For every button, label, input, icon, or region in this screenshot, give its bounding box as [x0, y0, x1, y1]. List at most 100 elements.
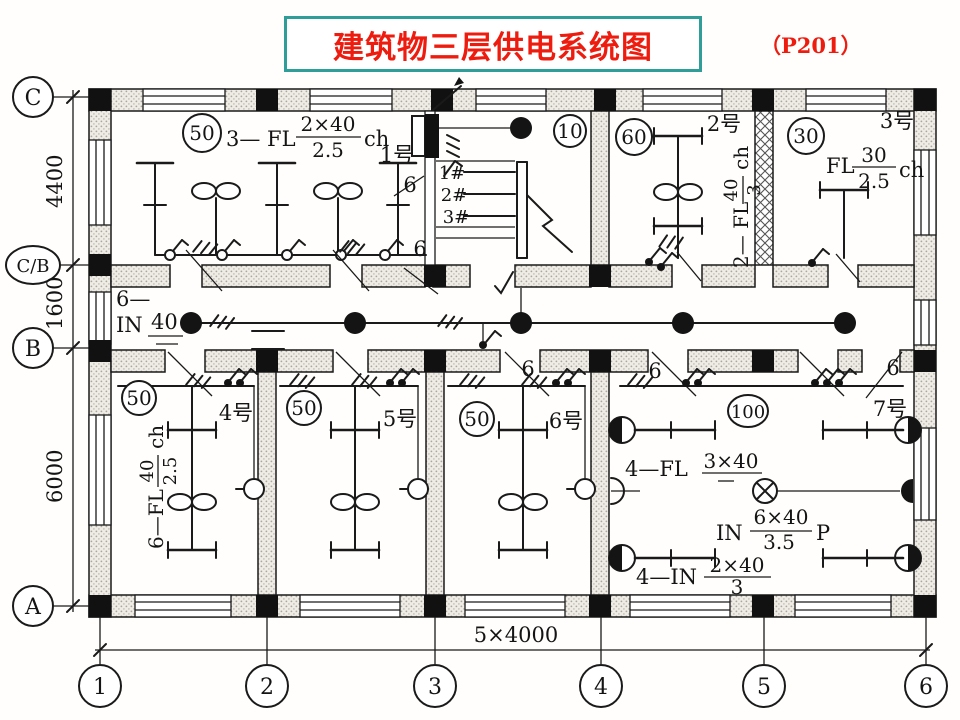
wall-fixture	[901, 479, 913, 503]
room7-load-value: 100	[731, 402, 765, 423]
grid-label-A: A	[24, 595, 42, 620]
dim-1600: 1600	[43, 277, 67, 330]
wall-lamp	[574, 478, 596, 500]
grid-bubble-6	[904, 664, 948, 708]
corridor-ceiling-light	[510, 312, 532, 334]
room4-load-value: 50	[126, 386, 151, 410]
room4-name: 4号	[219, 401, 253, 425]
axis-left: C C/B B A 4400 1600 6000	[5, 76, 89, 627]
switch	[216, 239, 241, 261]
wire-count-c: 6	[521, 357, 534, 381]
corridor-ceiling-light	[834, 312, 856, 334]
room5: 50 5号	[286, 385, 429, 560]
wall-lamp	[243, 478, 265, 500]
grid-label-5: 5	[757, 675, 771, 700]
dim-bottom: 5×4000	[474, 623, 558, 647]
room7-inp-suffix: P	[816, 521, 830, 545]
room1-load-value: 50	[189, 121, 214, 145]
room3-circuit-suffix: ch	[899, 158, 924, 182]
room2-circuit-label: 2— FL 40 3 ch	[721, 146, 765, 268]
wire-count-b: 6	[413, 237, 426, 261]
grid-bubble-5	[742, 664, 786, 708]
grid-bubble-1	[78, 664, 122, 708]
riser-label-3: 3#	[443, 207, 470, 228]
side-windows	[88, 139, 937, 526]
room3-circuit-prefix: FL	[826, 154, 855, 178]
dim-4400: 4400	[43, 155, 67, 208]
grid-bubble-C	[12, 76, 54, 118]
corridor-ceiling-light	[180, 312, 202, 334]
room3: 30 3号 FL 30 2.5 ch	[787, 109, 924, 283]
room4-circuit-num: 40	[137, 460, 158, 483]
room4-circuit-den: 2.5	[160, 457, 181, 486]
room4-load-circle	[121, 380, 157, 416]
ceiling-fan	[191, 182, 241, 200]
page-title: 建筑物三层供电系统图	[333, 29, 653, 66]
stair-load-circle	[553, 114, 587, 148]
grid-label-4: 4	[594, 675, 608, 700]
grid-bubble-A	[12, 585, 54, 627]
stairwell: 1# 2# 3#	[436, 160, 573, 323]
switch	[164, 239, 189, 261]
grid-label-3: 3	[428, 675, 442, 700]
room7-in2-den: 3	[731, 575, 744, 599]
room3-load-circle	[787, 117, 825, 155]
grid-label-CB: C/B	[16, 256, 49, 277]
grid-bubble-B	[12, 327, 54, 369]
room7-fl-prefix: 4—FL	[625, 457, 688, 481]
fluorescent-lamp	[633, 419, 717, 441]
room2-load-value: 60	[621, 125, 646, 149]
room5-load-value: 50	[291, 396, 316, 420]
room2-name: 2号	[707, 112, 741, 136]
room3-load-value: 30	[793, 124, 818, 148]
room7: 100 7号 4—FL 3×40 IN 6×40 3.5 P 4—IN 2×40	[608, 394, 922, 599]
riser-label-1: 1#	[439, 163, 466, 184]
fluorescent-lamp	[821, 547, 905, 569]
grid-bubble-4	[579, 664, 623, 708]
room2-load-circle	[615, 118, 653, 156]
room2-circuit-den: 3	[744, 184, 765, 195]
bottom-windows	[134, 594, 892, 618]
fluorescent-lamp	[821, 419, 905, 441]
grid-label-2: 2	[260, 675, 274, 700]
wall-lamp	[407, 478, 429, 500]
room7-in2-prefix: 4—IN	[636, 565, 697, 589]
corridor: 6— IN 40	[116, 287, 856, 350]
dim-6000: 6000	[43, 450, 67, 503]
room1-circuit-num: 2×40	[301, 112, 356, 136]
room7-inp-den: 3.5	[763, 530, 795, 554]
room4-circuit-label: 6—FL 40 2.5 ch	[137, 425, 181, 549]
fluorescent-lamp	[135, 161, 175, 256]
room6: 50 6号	[459, 385, 596, 560]
room6-name: 6号	[549, 409, 583, 433]
bottom-row-wiring: 6 6 6	[117, 351, 904, 399]
riser-label-2: 2#	[441, 185, 468, 206]
room5-name: 5号	[383, 407, 417, 431]
room7-inp-prefix: IN	[716, 521, 743, 545]
fluorescent-lamp	[257, 161, 297, 256]
grid-bubble-CB	[5, 245, 61, 285]
grid-bubble-3	[413, 664, 457, 708]
stair-break-line	[526, 194, 573, 253]
title-box: 建筑物三层供电系统图	[284, 16, 702, 72]
room7-load-circle	[727, 394, 769, 428]
room2-circuit-prefix: 2— FL	[729, 202, 753, 268]
grid-label-1: 1	[93, 675, 107, 700]
room5-load-circle	[286, 390, 322, 426]
room4-circuit-prefix: 6—FL	[144, 489, 168, 549]
room7-in2-num: 2×40	[710, 553, 765, 577]
grid-bubble-2	[245, 664, 289, 708]
corridor-ceiling-light	[344, 312, 366, 334]
top-windows	[142, 88, 887, 112]
windows	[88, 88, 937, 618]
feeder-arrow	[454, 77, 464, 86]
room3-circuit-num: 30	[861, 143, 886, 167]
stair-ceiling-light	[510, 117, 532, 139]
structural-columns	[89, 89, 936, 617]
corridor-system: IN	[116, 313, 143, 337]
stair-load-value: 10	[557, 119, 582, 143]
room3-name: 3号	[880, 109, 914, 133]
check-mark	[494, 271, 514, 295]
